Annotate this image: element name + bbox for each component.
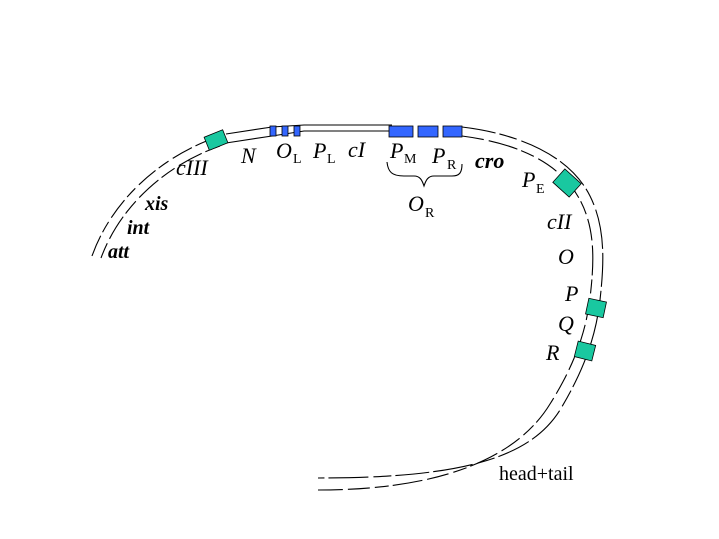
gene-label-r: R [545,340,560,365]
gene-label-q: Q [558,311,574,336]
site-label-pm: P M [389,138,417,167]
binding-block-ciii [203,129,229,151]
operator-or-block-3 [442,125,463,138]
operator-ol-block-1 [269,125,277,137]
operator-ol-block-3 [293,125,301,137]
or-brace [386,161,463,188]
operator-or-block-1 [388,125,414,138]
gene-label-att: att [108,241,131,263]
binding-block-pe [552,168,582,198]
binding-block-r [573,340,597,362]
gene-label-p: P [564,281,578,306]
gene-label-cii: cII [547,209,573,234]
gene-label-int: int [127,217,151,239]
svg-text:P: P [312,138,326,163]
region-label-head-tail: head+tail [499,463,574,485]
dna-top-segment [225,124,392,144]
gene-label-ciii: cIII [176,155,209,180]
dna-left-arc [91,137,221,259]
svg-text:M: M [404,152,417,167]
svg-text:O: O [276,138,292,163]
svg-text:E: E [536,182,545,197]
binding-block-p [585,297,607,319]
site-label-pl: P L [312,138,336,167]
svg-text:L: L [293,152,302,167]
svg-text:R: R [425,206,435,221]
operator-or-block-2 [417,125,439,138]
svg-text:R: R [447,158,457,173]
operator-ol-block-2 [281,125,289,137]
svg-text:P: P [521,167,535,192]
gene-label-n: N [240,143,257,168]
site-label-pe: P E [521,167,545,197]
site-label-ol: O L [276,138,302,167]
site-label-or: O R [408,191,435,221]
gene-label-o: O [558,244,574,269]
gene-label-ci: cI [348,137,367,162]
svg-text:O: O [408,191,424,216]
svg-text:P: P [389,138,403,163]
gene-label-cro: cro [475,148,504,173]
svg-text:P: P [431,143,445,168]
svg-text:L: L [327,152,336,167]
gene-label-xis: xis [144,193,169,215]
site-label-pr: P R [431,143,457,173]
